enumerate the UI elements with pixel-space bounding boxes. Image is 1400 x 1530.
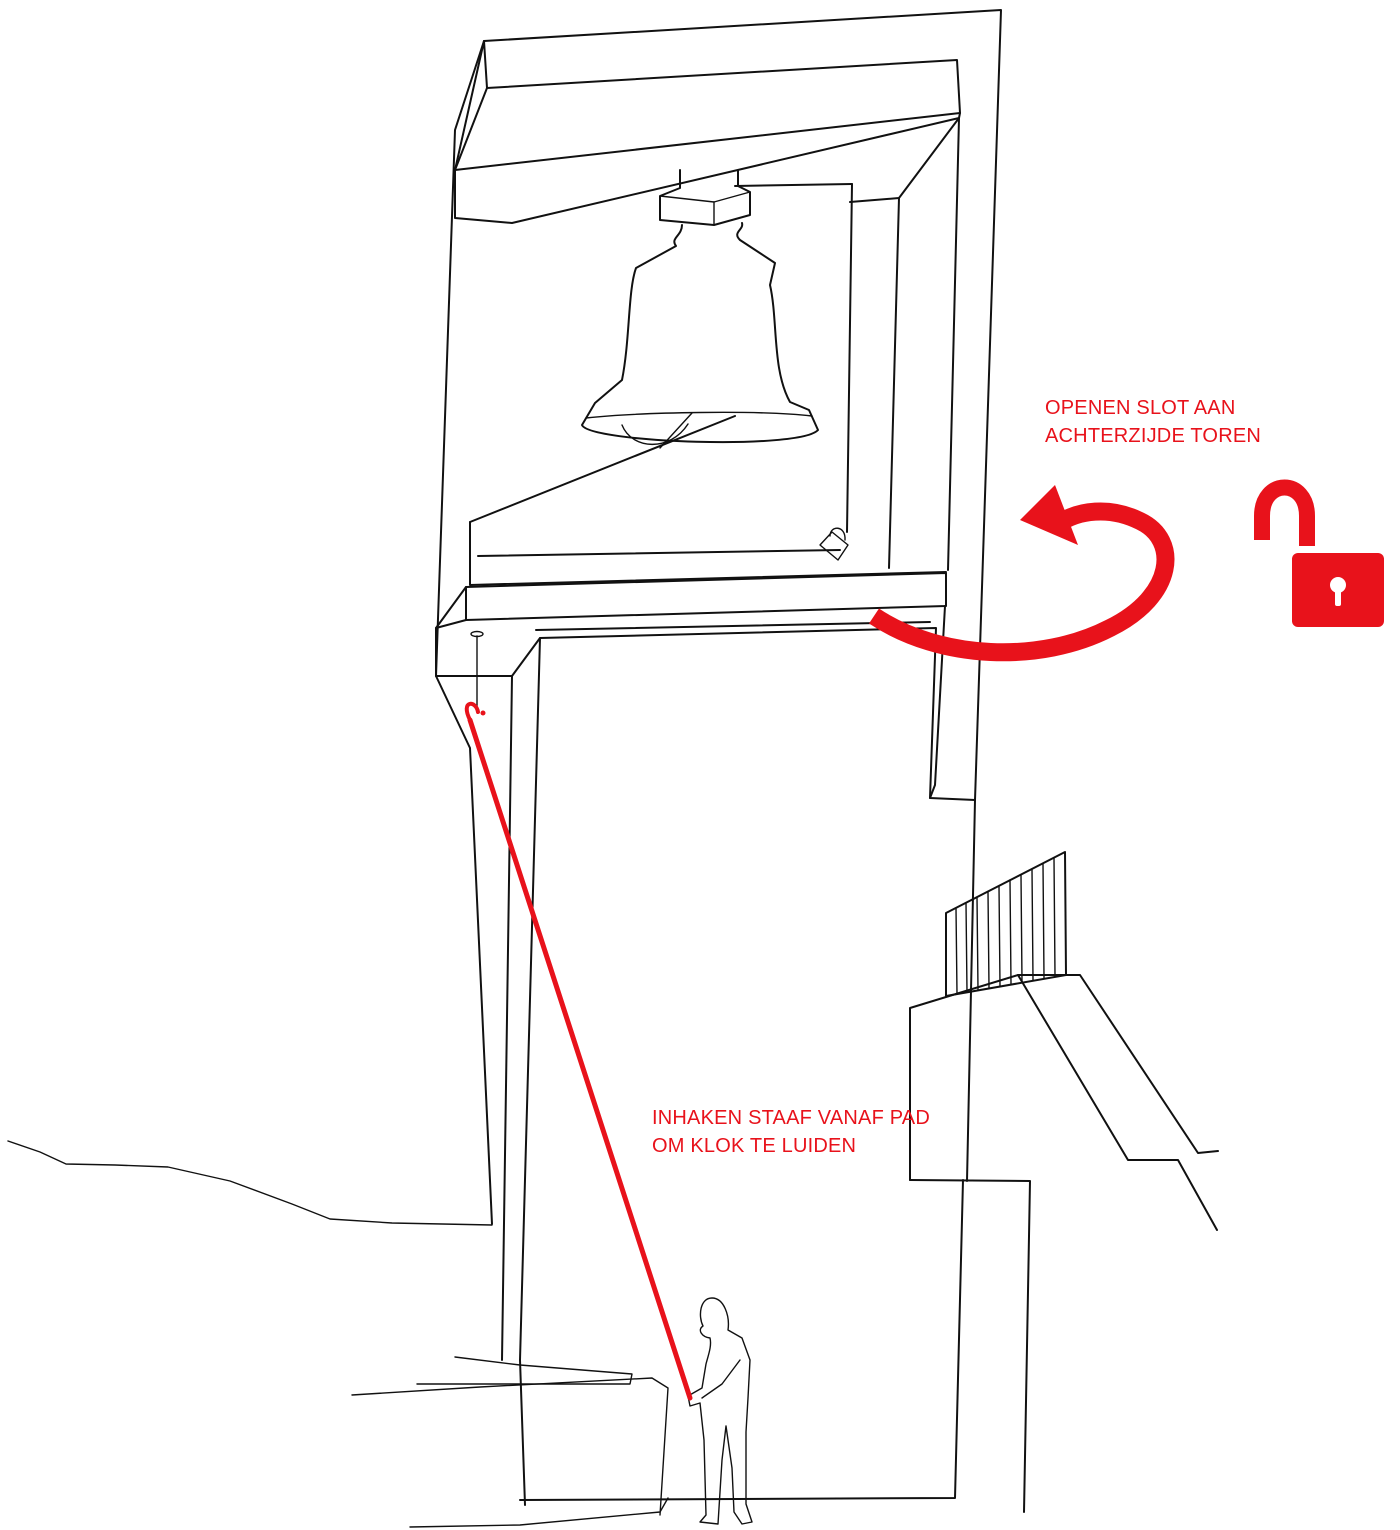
bell-tower [436,10,1001,1505]
terrain-lines [8,1141,668,1527]
hook-instruction-line-2: OM KLOK TE LUIDEN [652,1132,930,1160]
curved-arrow-icon [874,485,1165,652]
bell [582,170,818,448]
unlock-instruction-line-2: ACHTERZIJDE TOREN [1045,422,1261,450]
open-padlock-icon [1262,488,1384,628]
person-silhouette [688,1298,752,1524]
hook-instruction-label: INHAKEN STAAF VANAF PAD OM KLOK TE LUIDE… [652,1104,930,1160]
pull-rod [467,704,690,1398]
unlock-instruction-line-1: OPENEN SLOT AAN [1045,394,1261,422]
unlock-instruction-label: OPENEN SLOT AAN ACHTERZIJDE TOREN [1045,394,1261,450]
hook-instruction-line-1: INHAKEN STAAF VANAF PAD [652,1104,930,1132]
